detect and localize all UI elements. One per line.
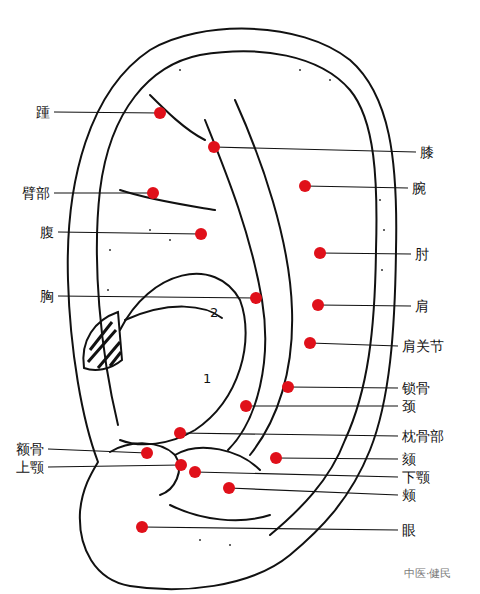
point-label: 上颚 [16, 459, 44, 475]
point-label: 锁骨 [402, 380, 430, 396]
acupoint-dot [240, 400, 252, 412]
point-label: 胸 [40, 288, 54, 304]
point-label: 肩关节 [402, 338, 444, 354]
point-label: 枕骨部 [402, 428, 444, 444]
acupoint-dot [189, 466, 201, 478]
leader-line [58, 232, 201, 234]
tragus-notch [110, 443, 179, 495]
lobe-fold [170, 505, 270, 520]
point-label: 眼 [402, 522, 416, 538]
helix-crus [125, 307, 222, 320]
leader-line [318, 305, 411, 306]
leader-line [276, 458, 398, 459]
leader-line [310, 343, 398, 346]
point-label: 臂部 [22, 185, 50, 201]
point-label: 下颚 [402, 469, 430, 485]
acupoint-dot [312, 299, 324, 311]
point-label: 颏 [402, 451, 416, 467]
stipple [107, 69, 385, 546]
acupoint-dot [223, 482, 235, 494]
superior-crus [150, 95, 205, 140]
acupoint-dot [154, 107, 166, 119]
leader-line [142, 527, 398, 530]
leader-line [288, 387, 398, 388]
leader-line [180, 433, 398, 436]
antitragus [175, 448, 260, 470]
leader-line [195, 472, 398, 477]
leader-line [214, 147, 416, 152]
acupoint-dot [250, 292, 262, 304]
leader-line [305, 186, 408, 188]
acupoint-dot [175, 459, 187, 471]
acupoint-dot [314, 247, 326, 259]
point-label: 踵 [36, 104, 50, 120]
point-label: 腕 [412, 180, 426, 196]
leader-line [54, 112, 160, 113]
acupoint-dot [195, 228, 207, 240]
acupoint-dot [147, 187, 159, 199]
acupoint-dot [136, 521, 148, 533]
acupoint-dot [299, 180, 311, 192]
acupoint-dot [270, 452, 282, 464]
leader-line [48, 465, 181, 467]
leader-line [229, 488, 398, 495]
concha [120, 274, 246, 444]
acupoint-dot [304, 337, 316, 349]
acupoint-dot [141, 447, 153, 459]
point-label: 腹 [40, 224, 54, 240]
callout-number: 2 [210, 305, 218, 321]
point-label: 颊 [402, 487, 416, 503]
acupoint-dot [282, 381, 294, 393]
point-label: 膝 [420, 144, 434, 160]
point-label: 颈 [402, 398, 416, 414]
antihelix [205, 120, 265, 450]
leader-line [48, 449, 147, 453]
point-label: 额骨 [16, 441, 44, 457]
tragus-hatch [83, 312, 122, 370]
acupoint-dot [208, 141, 220, 153]
acupoint-dot [174, 427, 186, 439]
leader-line [58, 296, 256, 298]
leader-line [54, 192, 153, 193]
point-label: 肩 [415, 298, 429, 314]
leader-line [320, 253, 411, 254]
inner-helix [97, 51, 377, 535]
leader-line [246, 405, 398, 406]
point-label: 肘 [415, 246, 429, 262]
callout-number: 1 [203, 371, 211, 387]
antihelix-outer [235, 100, 292, 455]
watermark: 中医·健民 [404, 566, 452, 582]
